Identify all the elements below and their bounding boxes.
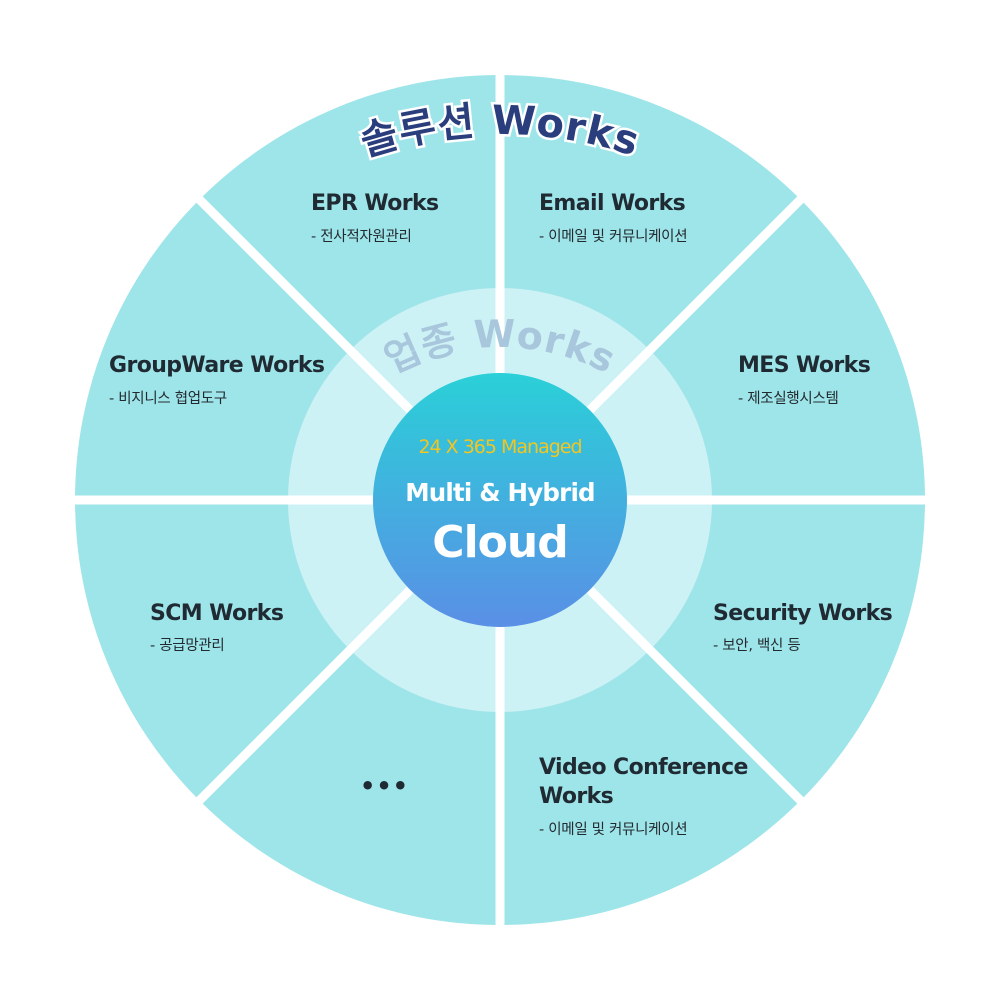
segment-title: GroupWare Works <box>109 353 325 378</box>
segment-desc: - 전사적자원관리 <box>311 229 412 245</box>
segment-title: EPR Works <box>311 191 439 216</box>
segment-title: SCM Works <box>150 601 284 626</box>
divider-line <box>586 192 808 414</box>
segment-title: MES Works <box>738 353 871 378</box>
segment-desc: - 제조실행시스템 <box>738 391 839 407</box>
center-subtitle: 24 X 365 Managed <box>418 436 582 458</box>
segment-desc: - 공급망관리 <box>150 638 225 654</box>
center-title-line2: Cloud <box>432 517 568 568</box>
segment-desc: - 비지니스 협업도구 <box>109 391 227 407</box>
segment-title: Security Works <box>713 601 893 626</box>
divider-line <box>586 586 808 808</box>
divider-line <box>192 192 414 414</box>
segment-desc: - 이메일 및 커뮤니케이션 <box>539 229 688 245</box>
center-title-line1: Multi & Hybrid <box>405 478 595 507</box>
segment-title: Email Works <box>539 191 686 216</box>
more-ellipsis: ••• <box>360 772 410 800</box>
segment-title-line1: Video Conference <box>539 755 748 780</box>
segment-desc: - 이메일 및 커뮤니케이션 <box>539 822 688 838</box>
center-disc <box>373 373 627 627</box>
segment-desc: - 보안, 백신 등 <box>713 638 801 654</box>
segment-title-line2: Works <box>539 784 614 809</box>
divider-line <box>192 586 414 808</box>
